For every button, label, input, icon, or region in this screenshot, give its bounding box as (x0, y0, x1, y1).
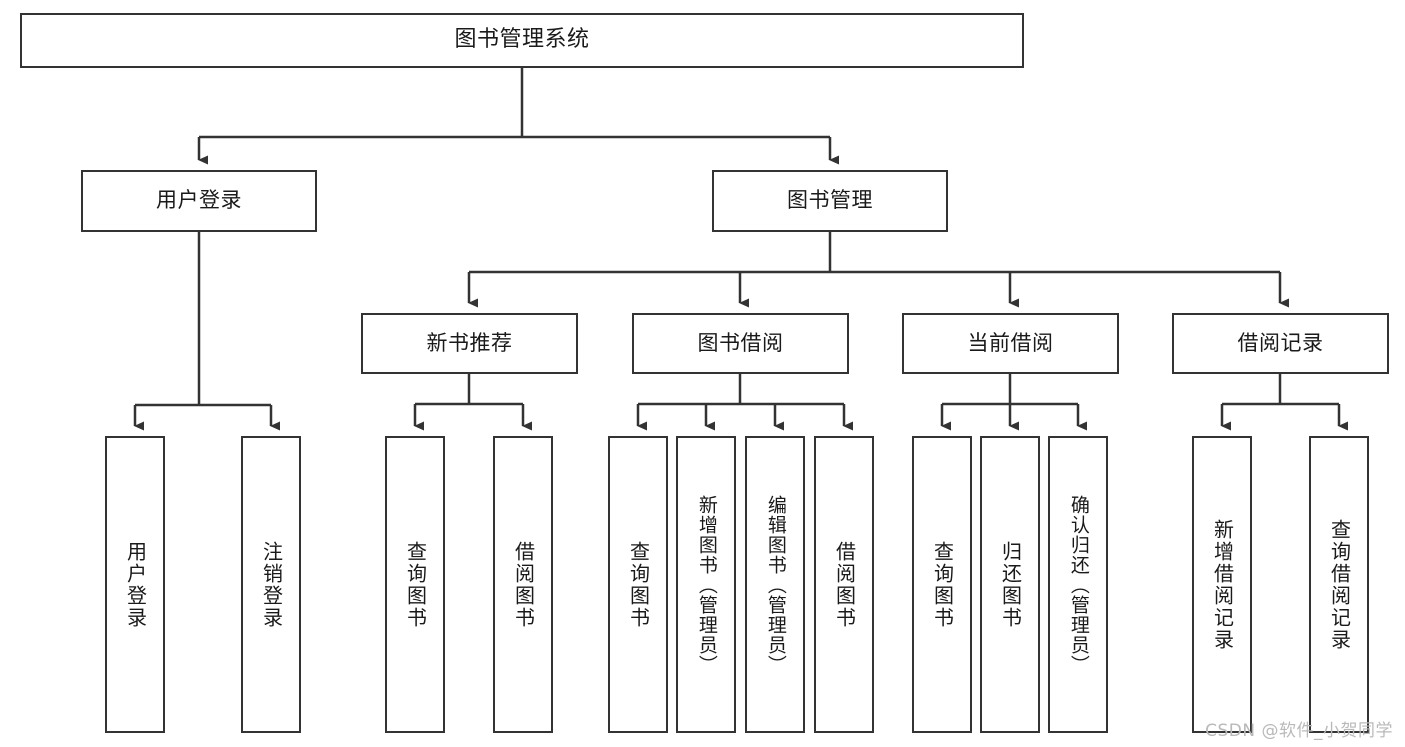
leaf-label: 编辑图书（管理员） (764, 494, 787, 675)
leaf-book-borrow-edit-book-admin[interactable]: 编辑图书（管理员） (745, 436, 805, 733)
leaf-label: 查询图书 (930, 540, 955, 629)
csdn-watermark: CSDN @软件_小贺同学 (1205, 721, 1393, 741)
leaf-label: 查询图书 (403, 540, 428, 629)
leaf-current-borrow-query-book[interactable]: 查询图书 (912, 436, 972, 733)
leaf-logout[interactable]: 注销登录 (241, 436, 301, 733)
node-label: 图书借阅 (697, 330, 784, 355)
leaf-current-borrow-return-book[interactable]: 归还图书 (980, 436, 1040, 733)
leaf-current-borrow-confirm-return-admin[interactable]: 确认归还（管理员） (1048, 436, 1108, 733)
leaf-label: 查询图书 (626, 540, 651, 629)
node-new-book-recommend[interactable]: 新书推荐 (361, 313, 578, 374)
node-book-borrow[interactable]: 图书借阅 (632, 313, 849, 374)
leaf-label: 新增图书（管理员） (695, 494, 718, 675)
leaf-label: 借阅图书 (832, 540, 857, 629)
leaf-label: 注销登录 (259, 540, 284, 629)
node-label: 用户登录 (156, 188, 242, 213)
leaf-label: 确认归还（管理员） (1067, 494, 1090, 675)
node-book-management[interactable]: 图书管理 (712, 170, 948, 232)
leaf-label: 新增借阅记录 (1210, 518, 1235, 651)
leaf-label: 归还图书 (998, 540, 1023, 629)
leaf-query-borrow-record[interactable]: 查询借阅记录 (1309, 436, 1369, 733)
leaf-book-borrow-add-book-admin[interactable]: 新增图书（管理员） (676, 436, 736, 733)
node-current-borrow[interactable]: 当前借阅 (902, 313, 1119, 374)
leaf-book-borrow-query-book[interactable]: 查询图书 (608, 436, 668, 733)
leaf-book-borrow-borrow-book[interactable]: 借阅图书 (814, 436, 874, 733)
node-borrow-records[interactable]: 借阅记录 (1172, 313, 1389, 374)
node-root-book-management-system[interactable]: 图书管理系统 (20, 13, 1024, 68)
leaf-label: 查询借阅记录 (1327, 518, 1352, 651)
node-label: 图书管理系统 (454, 27, 590, 53)
leaf-user-login[interactable]: 用户登录 (105, 436, 165, 733)
leaf-label: 借阅图书 (511, 540, 536, 629)
leaf-new-book-query-book[interactable]: 查询图书 (385, 436, 445, 733)
leaf-add-borrow-record[interactable]: 新增借阅记录 (1192, 436, 1252, 733)
node-user-login[interactable]: 用户登录 (81, 170, 317, 232)
leaf-label: 用户登录 (123, 540, 148, 629)
node-label: 图书管理 (787, 188, 873, 213)
node-label: 借阅记录 (1237, 330, 1324, 355)
leaf-new-book-borrow-book[interactable]: 借阅图书 (493, 436, 553, 733)
node-label: 新书推荐 (426, 330, 513, 355)
node-label: 当前借阅 (967, 330, 1054, 355)
